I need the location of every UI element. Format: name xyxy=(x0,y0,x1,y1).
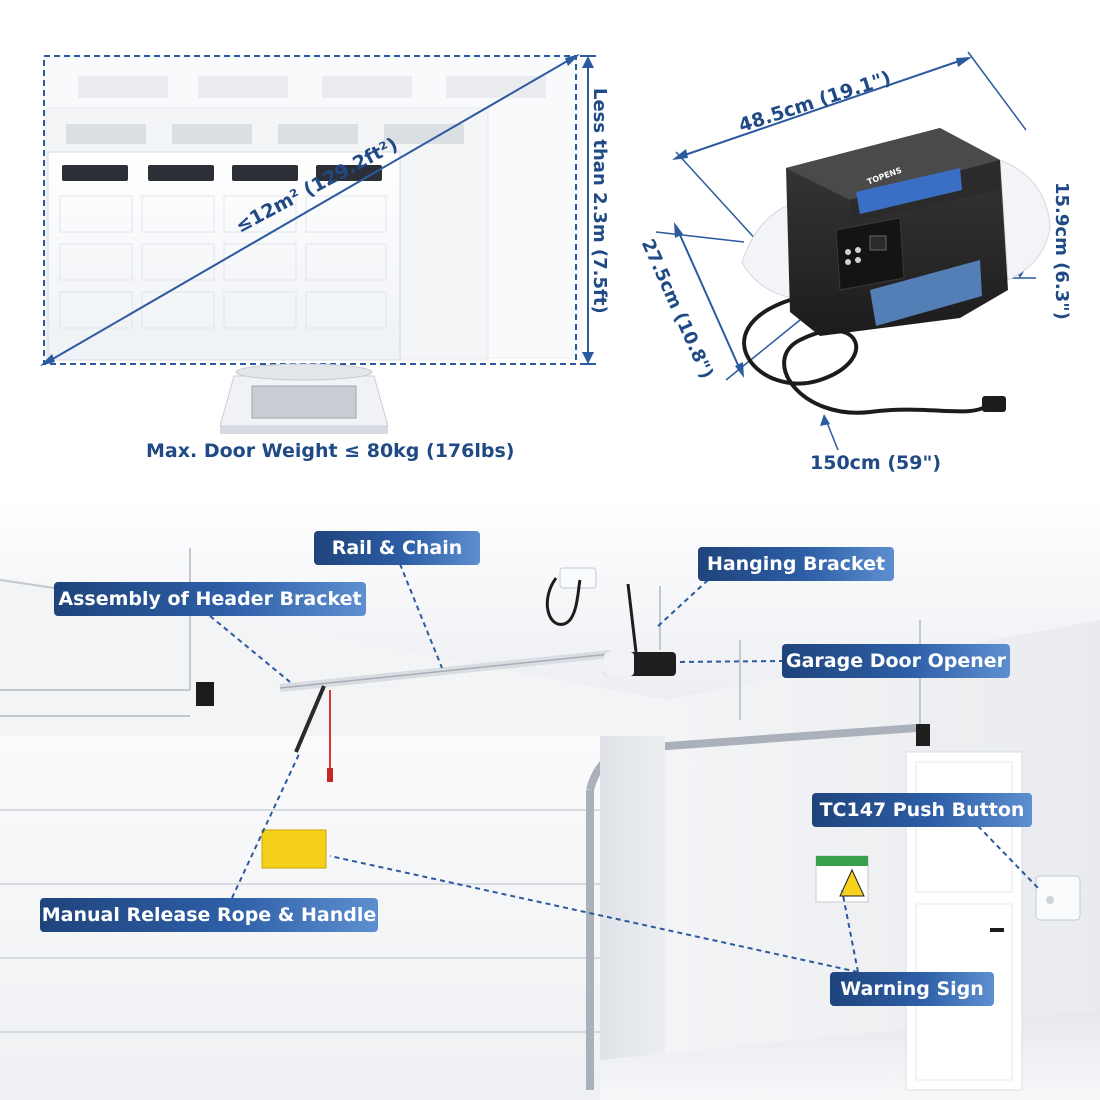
callout-rail-chain: Rail & Chain xyxy=(314,531,480,565)
door-height-label: Less than 2.3m (7.5ft) xyxy=(589,88,610,314)
opener-height-label: 15.9cm (6.3") xyxy=(1051,182,1072,320)
callout-push-button: TC147 Push Button xyxy=(812,793,1032,827)
callout-header-bracket: Assembly of Header Bracket xyxy=(54,582,366,616)
callout-garage-door-opener: Garage Door Opener xyxy=(782,644,1010,678)
callout-hanging-bracket: Hanging Bracket xyxy=(698,547,894,581)
door-sample-main xyxy=(47,151,401,361)
callout-warning-sign: Warning Sign xyxy=(830,972,994,1006)
callout-leaders xyxy=(209,563,1041,973)
cord-length-label: 150cm (59") xyxy=(810,452,942,474)
door-weight-label: Max. Door Weight ≤ 80kg (176lbs) xyxy=(146,440,515,462)
opener-product-image xyxy=(741,128,1051,415)
callout-manual-release: Manual Release Rope & Handle xyxy=(40,898,378,932)
weighing-scale xyxy=(219,363,389,434)
